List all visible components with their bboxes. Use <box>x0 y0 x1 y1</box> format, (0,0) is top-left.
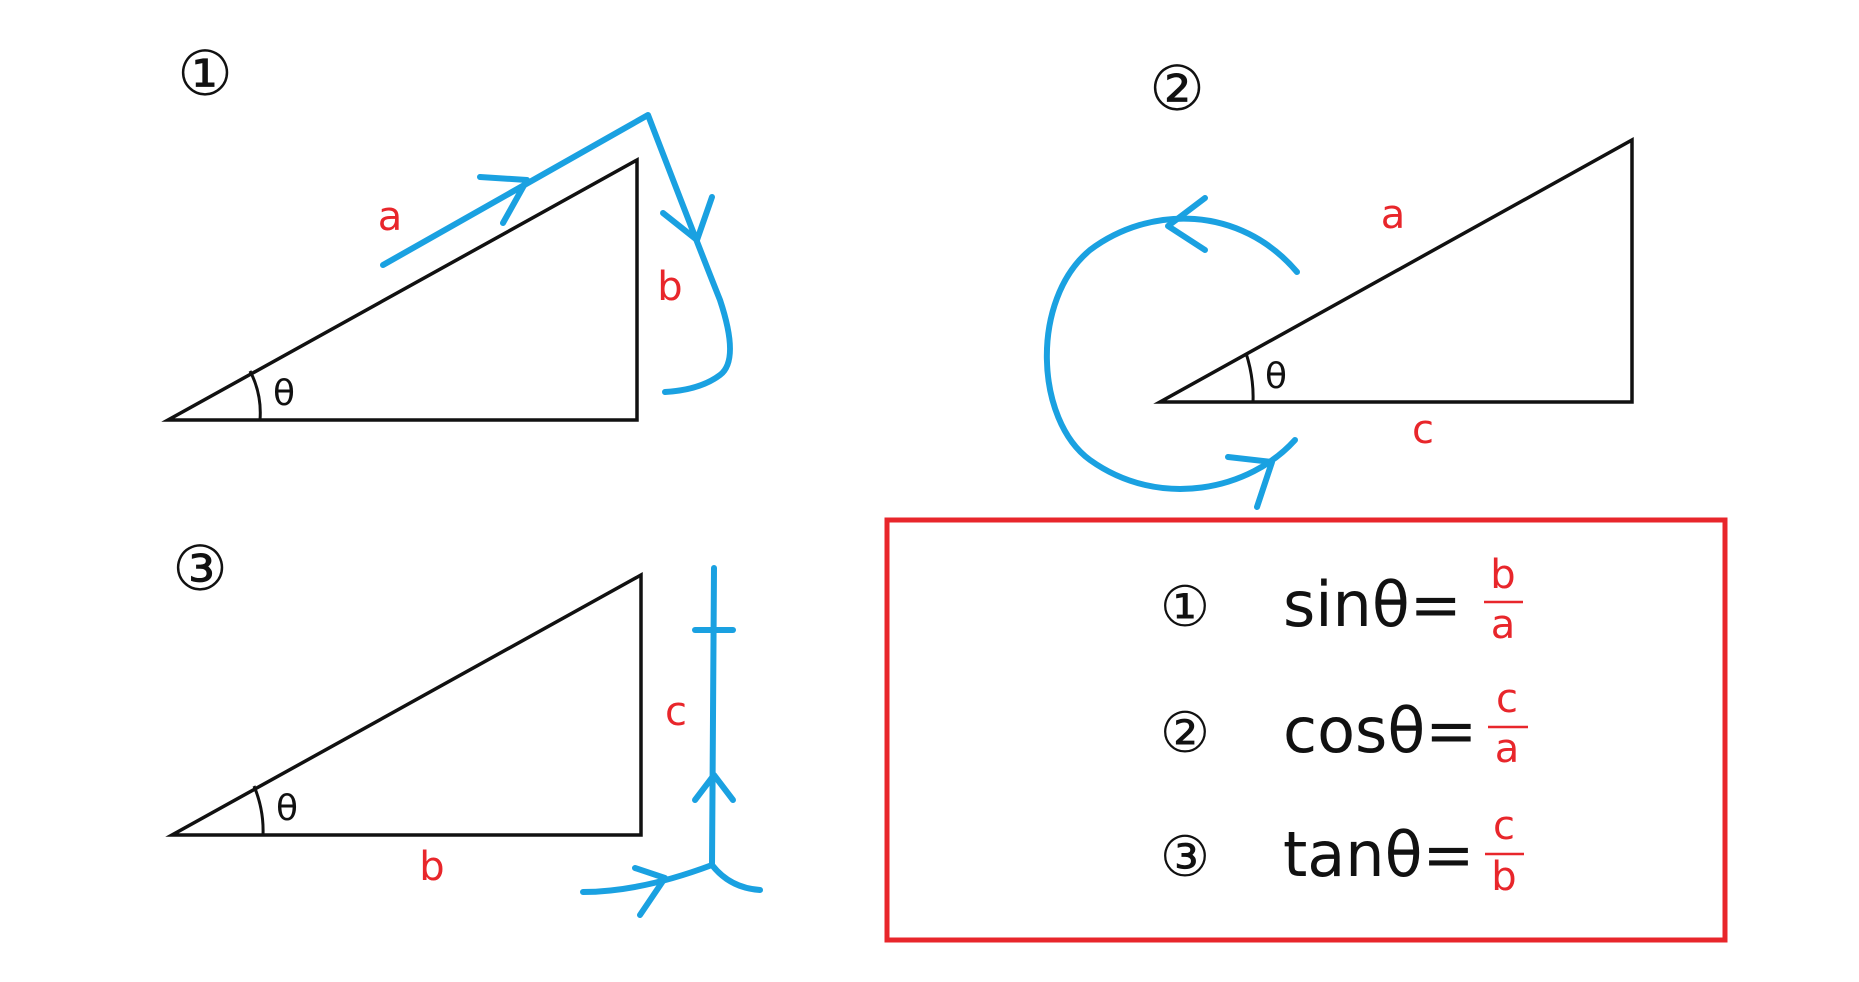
panel-2-triangle <box>1153 137 1634 404</box>
panel-3-triangle <box>165 572 643 837</box>
formula-2-name: cosθ= <box>1283 694 1477 767</box>
formula-box-border <box>884 517 1728 943</box>
panel-1-direction-arrow <box>380 112 733 395</box>
panel-1-triangle <box>161 157 639 422</box>
panel-2-rotation-arrow <box>1043 195 1300 510</box>
formula-1-numerator: b <box>1490 552 1515 598</box>
panel-3-number: ③ <box>172 532 228 605</box>
formula-2-numerator: c <box>1496 676 1518 722</box>
formula-2-denominator: a <box>1495 726 1520 772</box>
panel-3-adj-label: b <box>419 844 444 890</box>
formula-3-denominator: b <box>1491 854 1516 900</box>
formula-row-sin: ① sinθ= b a <box>1160 552 1523 648</box>
panel-1: ① θ a b <box>161 37 733 422</box>
formula-2-number: ② <box>1160 701 1210 766</box>
panel-2-number: ② <box>1149 52 1205 125</box>
panel-2-hyp-label: a <box>1381 192 1406 238</box>
formula-3-numerator: c <box>1493 803 1515 849</box>
panel-2-angle-arc <box>1244 352 1255 403</box>
panel-2-angle-label: θ <box>1265 356 1287 397</box>
formula-3-number: ③ <box>1160 825 1210 890</box>
panel-1-hyp-label: a <box>378 194 403 240</box>
panel-3-angle-arc <box>252 785 265 836</box>
panel-2: ② θ a c <box>1043 52 1634 510</box>
panel-1-number: ① <box>177 37 233 110</box>
panel-1-angle-label: θ <box>273 373 295 414</box>
formula-row-tan: ③ tanθ= c b <box>1160 803 1524 900</box>
formula-1-name: sinθ= <box>1283 568 1462 641</box>
panel-1-angle-arc <box>248 370 262 421</box>
formula-1-number: ① <box>1160 575 1210 640</box>
formula-3-name: tanθ= <box>1283 818 1474 891</box>
formula-row-cos: ② cosθ= c a <box>1160 676 1528 772</box>
panel-1-opp-label: b <box>657 264 682 310</box>
panel-2-adj-label: c <box>1412 407 1434 453</box>
panel-3-opp-label: c <box>665 689 687 735</box>
formula-1-denominator: a <box>1491 602 1516 648</box>
panel-3-angle-label: θ <box>276 788 298 829</box>
panel-3-direction-arrow <box>580 565 763 918</box>
formula-box: ① sinθ= b a ② cosθ= c a ③ tanθ= c b <box>884 517 1728 943</box>
panel-3: ③ θ c b <box>165 532 763 918</box>
